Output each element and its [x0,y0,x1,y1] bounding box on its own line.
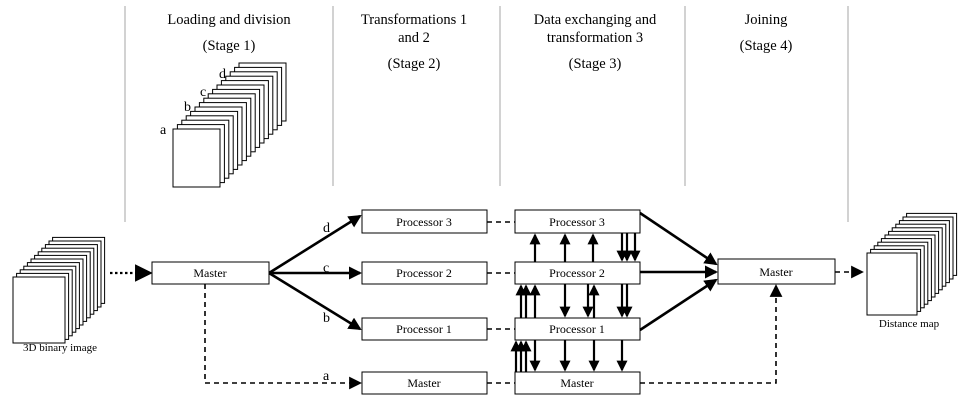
stage-2-title: Transformations 1 [361,12,467,28]
volume-slice [172,128,221,188]
stage-2-label: (Stage 2) [388,56,441,72]
slice-group-letters: a b c d [160,67,226,138]
stage-4-title: Joining [745,12,788,28]
arrow-b [268,271,362,331]
arrow-a [204,284,362,390]
data-exchange-arrows [510,233,641,372]
output-slice [866,252,918,316]
output-image-stack [866,212,958,316]
input-slice [12,276,66,344]
master-left-label: Master [193,266,226,280]
arrow-d [268,214,362,275]
output-label: Distance map [879,318,940,330]
join-proc3-arrow [639,211,718,266]
stage-3-title: Data exchanging and [534,12,657,28]
slice-letter-b: b [184,100,191,115]
slice-letter-a: a [160,123,167,138]
branch-label-b: b [323,311,330,326]
connectors [110,211,864,390]
branch-label-d: d [323,221,330,236]
master-right-label: Master [759,265,792,279]
stage-headings: Loading and division (Stage 1) Transform… [167,12,792,72]
stage-4-label: (Stage 4) [740,38,793,54]
t-proc1-label: Processor 1 [396,322,452,336]
join-proc1-arrow [639,278,718,332]
divided-volume-stack [172,62,287,188]
slice-letter-c: c [200,85,206,100]
t-master-label: Master [407,376,440,390]
join-master-arrow [640,284,783,384]
box-labels: Master Processor 3 Processor 2 Processor… [193,215,792,390]
branch-labels: d c b a [323,221,330,384]
process-boxes [151,209,836,395]
input-image-stack [12,236,106,344]
master-right-box [717,258,836,285]
stage-separators [124,6,849,222]
e-proc1-label: Processor 1 [549,322,605,336]
e-master-label: Master [560,376,593,390]
e-proc3-label: Processor 3 [549,215,605,229]
t-proc2-label: Processor 2 [396,266,452,280]
stage-2-title-2: and 2 [398,30,430,46]
stage-3-label: (Stage 3) [569,56,622,72]
branch-label-c: c [323,261,329,276]
slice-letter-d: d [219,67,226,82]
stage-1-label: (Stage 1) [203,38,256,54]
stage-1-title: Loading and division [167,12,291,28]
t-proc3-label: Processor 3 [396,215,452,229]
input-label: 3D binary image [23,342,97,354]
e-proc2-label: Processor 2 [549,266,605,280]
branch-label-a: a [323,369,330,384]
stage-3-title-2: transformation 3 [547,30,643,46]
